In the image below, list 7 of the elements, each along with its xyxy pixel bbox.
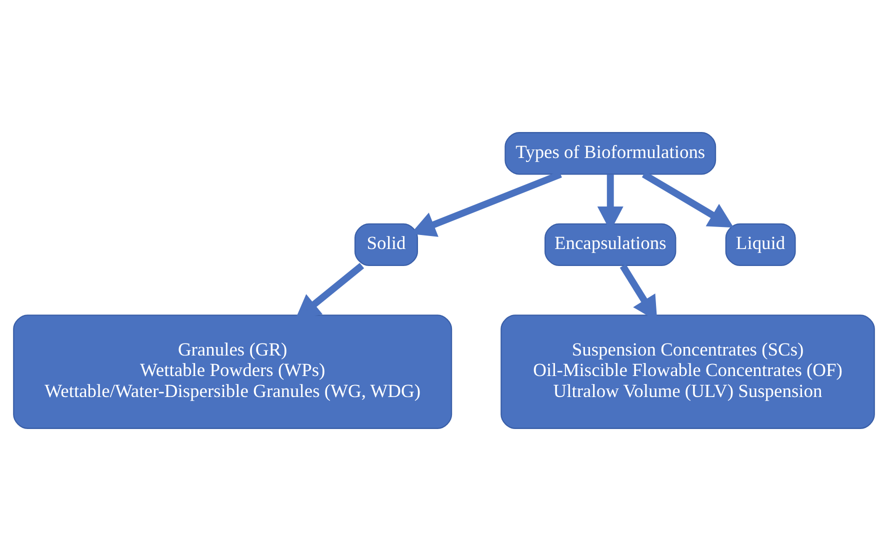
node-box: Types of Bioformulations xyxy=(504,132,716,174)
node-box: Granules (GR) Wettable Powders (WPs) Wettable/Water-Dispersible Granules (WG, WDG) xyxy=(13,314,452,428)
node-box: Liquid xyxy=(725,222,796,266)
arrow xyxy=(642,170,734,228)
node-box: Suspension Concentrates (SCs) Oil-Miscible Flowable Concentrates (OF) Ultralow Volume (ULV) Suspension xyxy=(500,314,875,428)
node-box: Encapsulations xyxy=(544,222,676,266)
node-box: Solid xyxy=(354,222,418,266)
